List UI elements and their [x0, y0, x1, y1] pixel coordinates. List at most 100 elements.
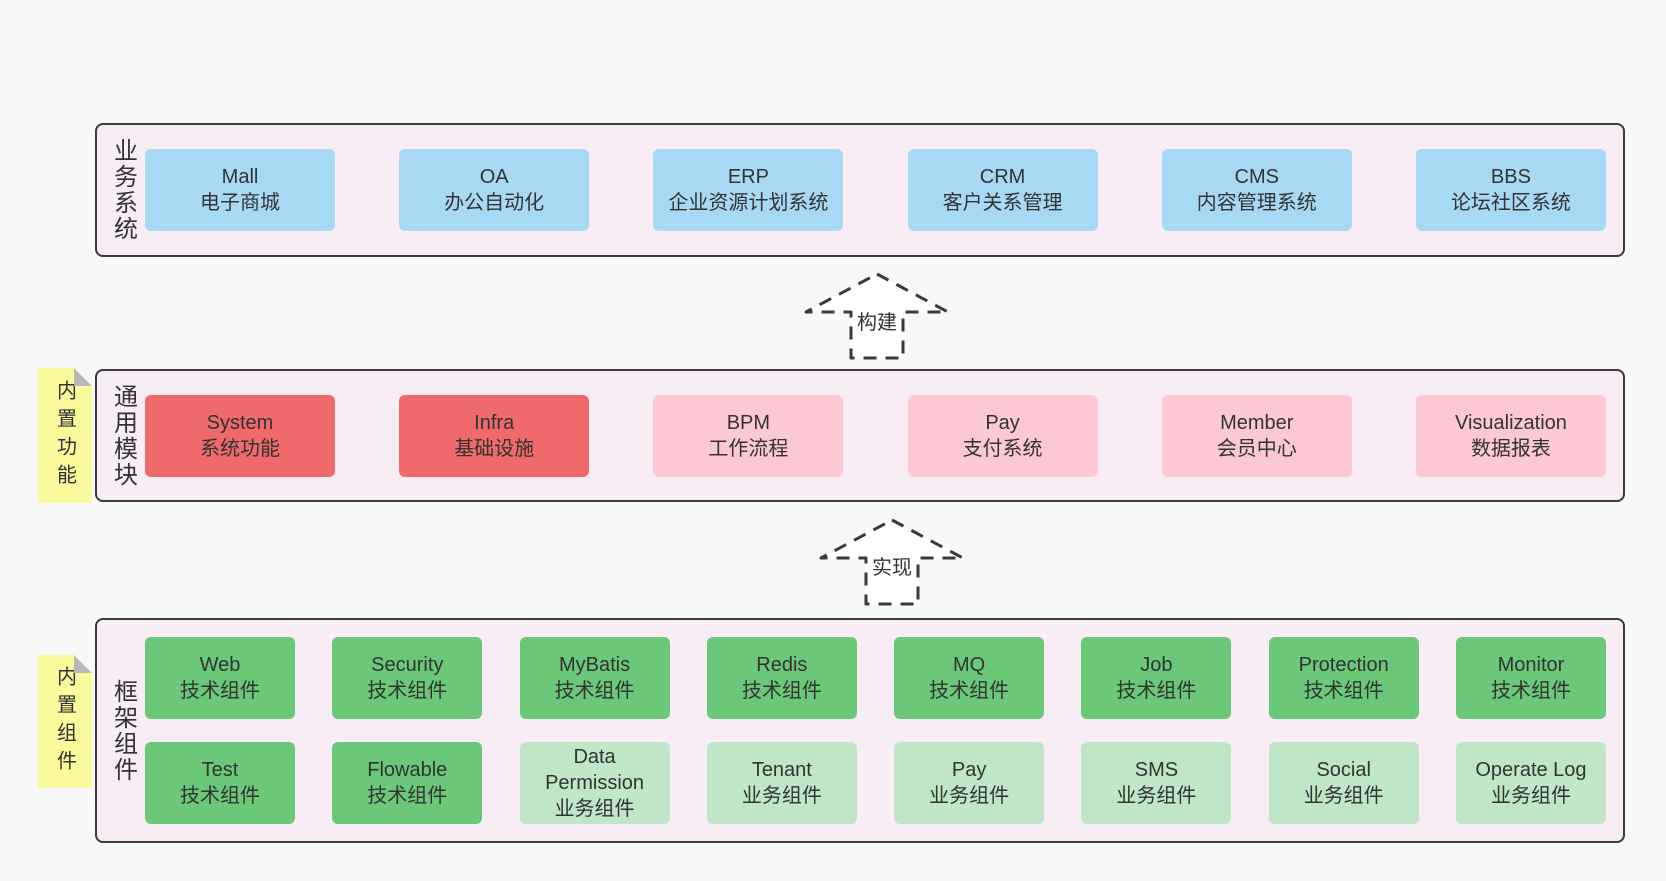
box-name: MyBatis — [559, 654, 631, 676]
box-name: Visualization — [1454, 411, 1567, 434]
box-sms: SMS 业务组件 — [1081, 742, 1232, 824]
box-subtitle: 技术组件 — [741, 680, 822, 702]
box-system: System 系统功能 — [145, 394, 335, 477]
box-name: Monitor — [1497, 654, 1565, 676]
sticky-note-text: 内置组件 — [53, 665, 76, 778]
box-subtitle: 技术组件 — [929, 680, 1010, 702]
box-subtitle: 数据报表 — [1470, 437, 1551, 460]
box-pay-component: Pay 业务组件 — [894, 742, 1045, 824]
box-subtitle: 业务组件 — [554, 798, 635, 820]
box-security: Security 技术组件 — [332, 637, 483, 719]
box-subtitle: 业务组件 — [1490, 785, 1571, 807]
box-subtitle: 业务组件 — [1116, 785, 1197, 807]
box-name: Job — [1140, 654, 1173, 676]
box-tenant: Tenant 业务组件 — [706, 742, 857, 824]
box-subtitle: 业务组件 — [929, 785, 1010, 807]
box-mall: Mall 电子商城 — [145, 149, 335, 231]
box-name: Data Permission — [545, 746, 645, 794]
folded-corner-icon — [74, 655, 92, 673]
box-subtitle: 技术组件 — [180, 680, 260, 702]
box-job: Job 技术组件 — [1081, 637, 1232, 719]
box-subtitle: 技术组件 — [554, 680, 635, 702]
box-oa: OA 办公自动化 — [399, 149, 590, 231]
box-subtitle: 技术组件 — [367, 680, 448, 702]
box-subtitle: 技术组件 — [1303, 680, 1384, 702]
box-name: BPM — [726, 411, 771, 434]
box-crm: CRM 客户关系管理 — [907, 149, 1098, 231]
box-subtitle: 系统功能 — [200, 437, 280, 460]
box-infra: Infra 基础设施 — [399, 394, 590, 477]
layer-business-systems: 业务系统 Mall 电子商城 OA 办公自动化 ERP 企业资源计划系统 CRM… — [95, 123, 1625, 257]
box-name: Redis — [756, 654, 808, 676]
arrow-label-implement: 实现 — [869, 556, 915, 580]
box-name: CMS — [1234, 166, 1279, 188]
box-name: Web — [199, 654, 241, 676]
box-name: CRM — [979, 166, 1026, 188]
box-subtitle: 业务组件 — [1303, 785, 1384, 807]
box-name: Flowable — [367, 759, 448, 781]
box-subtitle: 支付系统 — [962, 437, 1043, 460]
box-operate-log: Operate Log 业务组件 — [1455, 742, 1606, 824]
box-subtitle: 企业资源计划系统 — [668, 192, 829, 214]
framework-components-rows: Web 技术组件 Security 技术组件 MyBatis 技术组件 Redi… — [145, 637, 1606, 824]
box-data-permission: Data Permission 业务组件 — [519, 742, 670, 824]
box-name: System — [206, 411, 274, 434]
box-name: ERP — [727, 166, 769, 188]
box-name: Infra — [474, 411, 515, 434]
box-subtitle: 电子商城 — [200, 192, 280, 214]
box-name: MQ — [953, 654, 986, 676]
box-subtitle: 技术组件 — [367, 785, 448, 807]
box-flowable: Flowable 技术组件 — [332, 742, 483, 824]
box-name: SMS — [1134, 759, 1179, 781]
box-monitor: Monitor 技术组件 — [1455, 637, 1606, 719]
box-subtitle: 业务组件 — [741, 785, 822, 807]
box-mybatis: MyBatis 技术组件 — [519, 637, 670, 719]
box-name: BBS — [1490, 166, 1531, 188]
business-systems-row: Mall 电子商城 OA 办公自动化 ERP 企业资源计划系统 CRM 客户关系… — [145, 149, 1606, 231]
framework-components-row-2: Test 技术组件 Flowable 技术组件 Data Permission … — [145, 742, 1606, 824]
box-erp: ERP 企业资源计划系统 — [653, 149, 844, 231]
layer-common-modules: 通用模块 System 系统功能 Infra 基础设施 BPM 工作流程 Pay… — [95, 369, 1625, 502]
box-name: Member — [1220, 411, 1294, 434]
box-name: Operate Log — [1475, 759, 1587, 781]
box-name: Mall — [221, 166, 259, 188]
box-subtitle: 客户关系管理 — [942, 192, 1063, 214]
box-name: OA — [479, 166, 509, 188]
box-subtitle: 会员中心 — [1216, 437, 1297, 460]
box-subtitle: 技术组件 — [1116, 680, 1197, 702]
box-bpm: BPM 工作流程 — [653, 394, 844, 477]
layer-label-common-modules: 通用模块 — [109, 383, 137, 488]
box-redis: Redis 技术组件 — [706, 637, 857, 719]
framework-components-row-1: Web 技术组件 Security 技术组件 MyBatis 技术组件 Redi… — [145, 637, 1606, 719]
folded-corner-icon — [74, 368, 92, 386]
layer-label-business-systems: 业务系统 — [109, 138, 137, 242]
arrow-label-build: 构建 — [854, 311, 900, 335]
box-member: Member 会员中心 — [1161, 394, 1352, 477]
box-subtitle: 技术组件 — [180, 785, 260, 807]
box-test: Test 技术组件 — [145, 742, 295, 824]
sticky-note-built-in-features: 内置功能 — [38, 368, 92, 503]
box-name: Social — [1316, 759, 1371, 781]
box-name: Pay — [951, 759, 987, 781]
box-name: Test — [201, 759, 239, 781]
sticky-note-built-in-components: 内置组件 — [38, 655, 92, 788]
layer-framework-components: 框架组件 Web 技术组件 Security 技术组件 MyBatis 技术组件… — [95, 618, 1625, 843]
box-social: Social 业务组件 — [1268, 742, 1419, 824]
box-name: Security — [371, 654, 444, 676]
box-pay-system: Pay 支付系统 — [907, 394, 1098, 477]
box-subtitle: 技术组件 — [1490, 680, 1571, 702]
box-web: Web 技术组件 — [145, 637, 295, 719]
box-subtitle: 内容管理系统 — [1196, 192, 1317, 214]
box-visualization: Visualization 数据报表 — [1415, 394, 1606, 477]
box-name: Protection — [1298, 654, 1389, 676]
common-modules-row: System 系统功能 Infra 基础设施 BPM 工作流程 Pay 支付系统… — [145, 394, 1606, 477]
box-subtitle: 工作流程 — [708, 437, 789, 460]
box-name: Tenant — [751, 759, 812, 781]
box-mq: MQ 技术组件 — [894, 637, 1045, 719]
sticky-note-text: 内置功能 — [53, 379, 76, 492]
box-subtitle: 基础设施 — [454, 437, 535, 460]
box-bbs: BBS 论坛社区系统 — [1415, 149, 1606, 231]
layer-label-framework-components: 框架组件 — [109, 678, 137, 783]
box-protection: Protection 技术组件 — [1268, 637, 1419, 719]
